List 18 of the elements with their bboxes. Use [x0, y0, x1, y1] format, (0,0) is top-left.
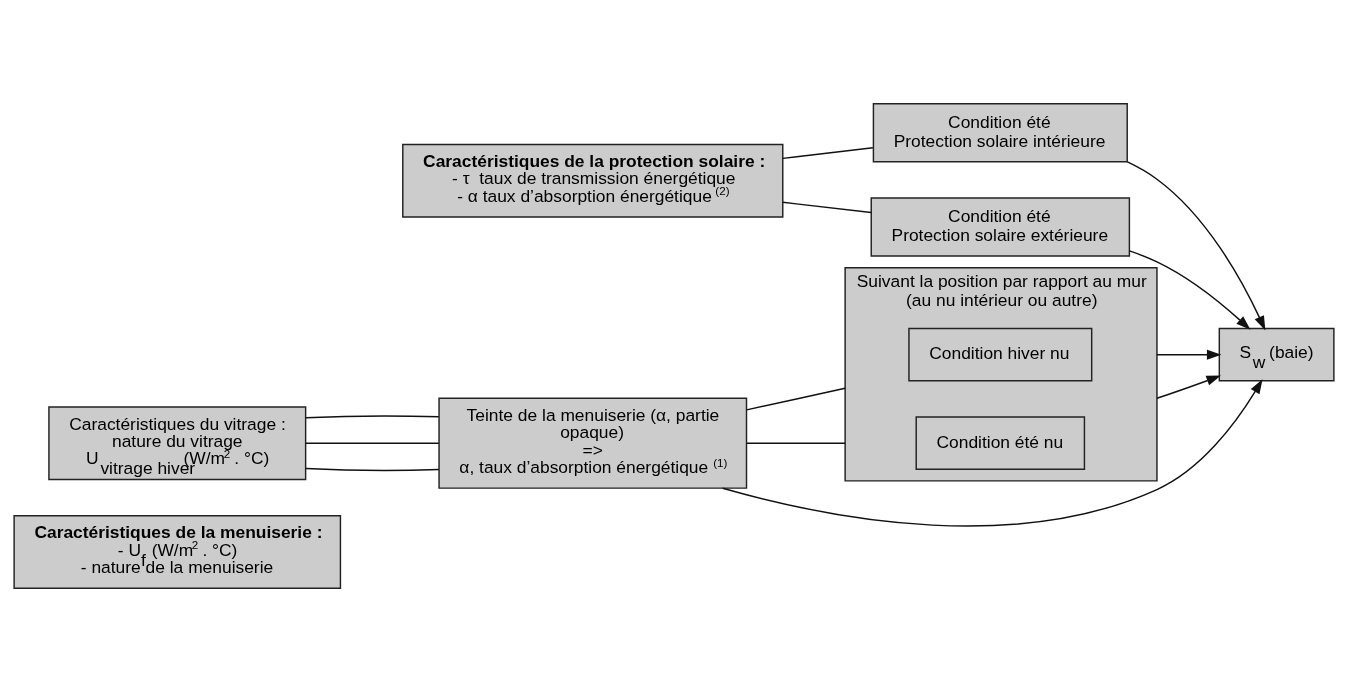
arrow: [1156, 375, 1221, 399]
node-box: Caractéristiques de la protection solaire : - τ taux de transmission énergétique - α taux d’absorption énergétique $^{(2)}$: [402, 143, 784, 218]
connector: [305, 442, 440, 444]
connector: [305, 467, 440, 472]
node-box: Condition été nu: [915, 416, 1086, 470]
connector: [782, 147, 874, 160]
arrow: [1128, 250, 1251, 330]
connector: [305, 415, 440, 419]
arrow: [1126, 161, 1266, 331]
arrow: [1156, 349, 1222, 360]
connector: [745, 442, 846, 444]
node-box: Condition été Protection solaire intérieure: [872, 103, 1128, 163]
node-box: Teinte de la menuiserie (α, partie opaque) => α, taux d’absorption énergétique $^{(1)}$: [438, 397, 748, 489]
node-box: Condition hiver nu: [908, 327, 1093, 382]
connector: [745, 387, 846, 411]
arrow: [721, 379, 1263, 527]
node-box: Condition été Protection solaire extérieure: [870, 197, 1131, 257]
connector: [782, 201, 872, 214]
